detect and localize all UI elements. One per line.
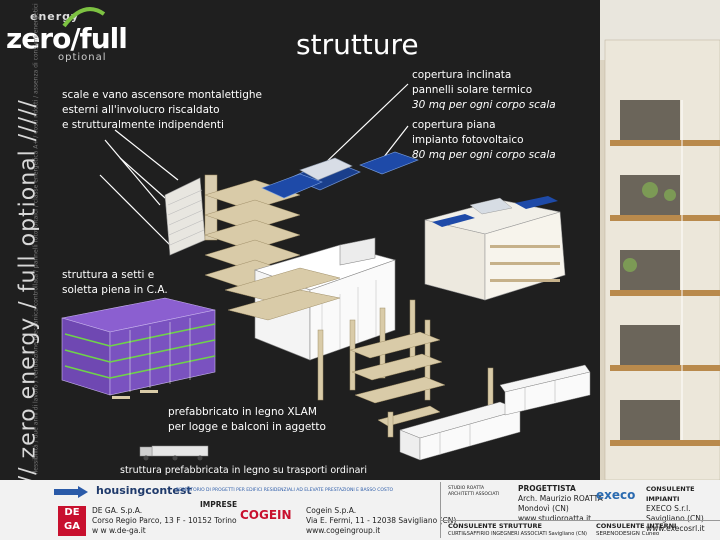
cogein-name: Cogein S.p.A. <box>306 506 456 516</box>
footer-divider <box>440 520 720 521</box>
dega-website[interactable]: w w w.de-ga.it <box>92 526 237 536</box>
label-transport: struttura prefabbricata in legno su tras… <box>120 463 367 478</box>
footer-divider <box>440 482 441 538</box>
label-roof-line: copertura inclinata <box>412 68 556 83</box>
label-roof-line: impianto fotovoltaico <box>412 133 556 148</box>
progettista-info: PROGETTISTA Arch. Maurizio ROATTA Mondov… <box>518 484 603 524</box>
label-roof-area: 80 mq per ogni corpo scala <box>412 149 556 161</box>
dega-name: DE GA. S.p.A. <box>92 506 237 516</box>
truck-icon <box>140 446 208 461</box>
interni-header: CONSULENTE INTERNI <box>596 522 676 530</box>
cogein-info: Cogein S.p.A. Via E. Fermi, 11 - 12038 S… <box>306 506 456 536</box>
label-flat-roof: copertura piana impianto fotovoltaico 80… <box>412 118 556 163</box>
interni-name: SERENODESIGN Cuneo <box>596 530 676 538</box>
interni-info: CONSULENTE INTERNI SERENODESIGN Cuneo <box>596 522 676 538</box>
label-xlam: prefabbricato in legno XLAM per logge e … <box>168 405 326 435</box>
slide: energy zero/full optional flessibilità /… <box>0 0 600 480</box>
label-concrete: struttura a setti e soletta piena in C.A… <box>62 268 168 298</box>
label-roof-line: pannelli solare termico <box>412 83 556 98</box>
cogein-website[interactable]: www.cogeingroup.it <box>306 526 456 536</box>
label-stairs-line: scale e vano ascensore montalettighe <box>62 88 262 103</box>
building-photo <box>600 0 720 480</box>
label-roof-area: 30 mq per ogni corpo scala <box>412 99 556 111</box>
rendered-building <box>425 196 565 300</box>
studio-roatta-logo: STUDIO ROATTA ARCHITETTI ASSOCIATI <box>448 486 508 498</box>
label-xlam-line: per logge e balconi in aggetto <box>168 420 326 435</box>
concrete-frame <box>62 298 215 399</box>
strutture-header: CONSULENTE STRUTTURE <box>448 522 587 530</box>
label-concrete-line: struttura a setti e <box>62 268 168 283</box>
progettista-city: Mondovì (CN) <box>518 504 603 514</box>
label-roof-line: copertura piana <box>412 118 556 133</box>
strutture-info: CONSULENTE STRUTTURE CURTI&SAFFIRIO INGE… <box>448 522 587 538</box>
housing-contest-sub: REPERTORIO DI PROGETTI PER EDIFICI RESID… <box>176 488 393 493</box>
dega-address: Corso Regio Parco, 13 F - 10152 Torino <box>92 516 237 526</box>
execo-logo: execo <box>596 488 635 502</box>
housing-arrow-icon <box>54 486 94 498</box>
dega-logo-text: DE GA <box>64 507 80 532</box>
label-stairs-line: e strutturalmente indipendenti <box>62 118 262 133</box>
dega-info: DE GA. S.p.A. Corso Regio Parco, 13 F - … <box>92 506 237 536</box>
progettista-header: PROGETTISTA <box>518 484 603 494</box>
label-inclined-roof: copertura inclinata pannelli solare term… <box>412 68 556 113</box>
dega-logo: DE GA <box>58 506 86 536</box>
cogein-logo: COGEIN <box>240 508 292 522</box>
label-xlam-line: prefabbricato in legno XLAM <box>168 405 326 420</box>
label-stairs-line: esterni all'involucro riscaldato <box>62 103 262 118</box>
label-stairs: scale e vano ascensore montalettighe est… <box>62 88 262 133</box>
label-concrete-line: soletta piena in C.A. <box>62 283 168 298</box>
impianti-name: EXECO S.r.l. <box>646 504 720 514</box>
impianti-header: CONSULENTE IMPIANTI <box>646 484 720 504</box>
strutture-name: CURTI&SAFFIRIO INGEGNERI ASSOCIATI Savig… <box>448 530 587 538</box>
progettista-name: Arch. Maurizio ROATTA <box>518 494 603 504</box>
footer: housingcontest REPERTORIO DI PROGETTI PE… <box>0 480 720 540</box>
cogein-address: Via E. Fermi, 11 - 12038 Savigliano (CN) <box>306 516 456 526</box>
